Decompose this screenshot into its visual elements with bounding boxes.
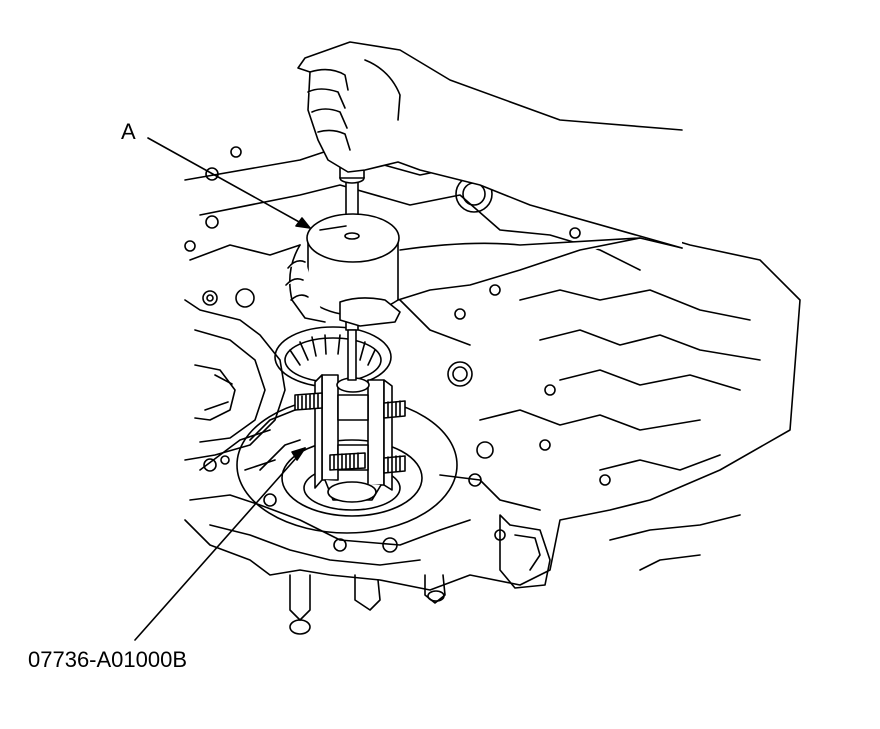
leader-arrow-tool (292, 448, 305, 460)
transmission-housing (185, 150, 800, 590)
tool-number-label: 07736-A01000B (28, 647, 188, 672)
bearing-puller-tool (295, 375, 405, 502)
hand-holding-weight (286, 238, 682, 326)
leader-arrow-a (296, 218, 310, 228)
leader-line-a (148, 138, 310, 228)
callout-label-a: A (121, 119, 136, 144)
left-gear-housing (185, 300, 285, 460)
mounting-studs (290, 515, 550, 634)
hand-gripping-shaft (298, 42, 682, 248)
slide-hammer-weight (307, 214, 399, 315)
callout-leaders (135, 138, 310, 640)
leader-line-tool (135, 448, 305, 640)
